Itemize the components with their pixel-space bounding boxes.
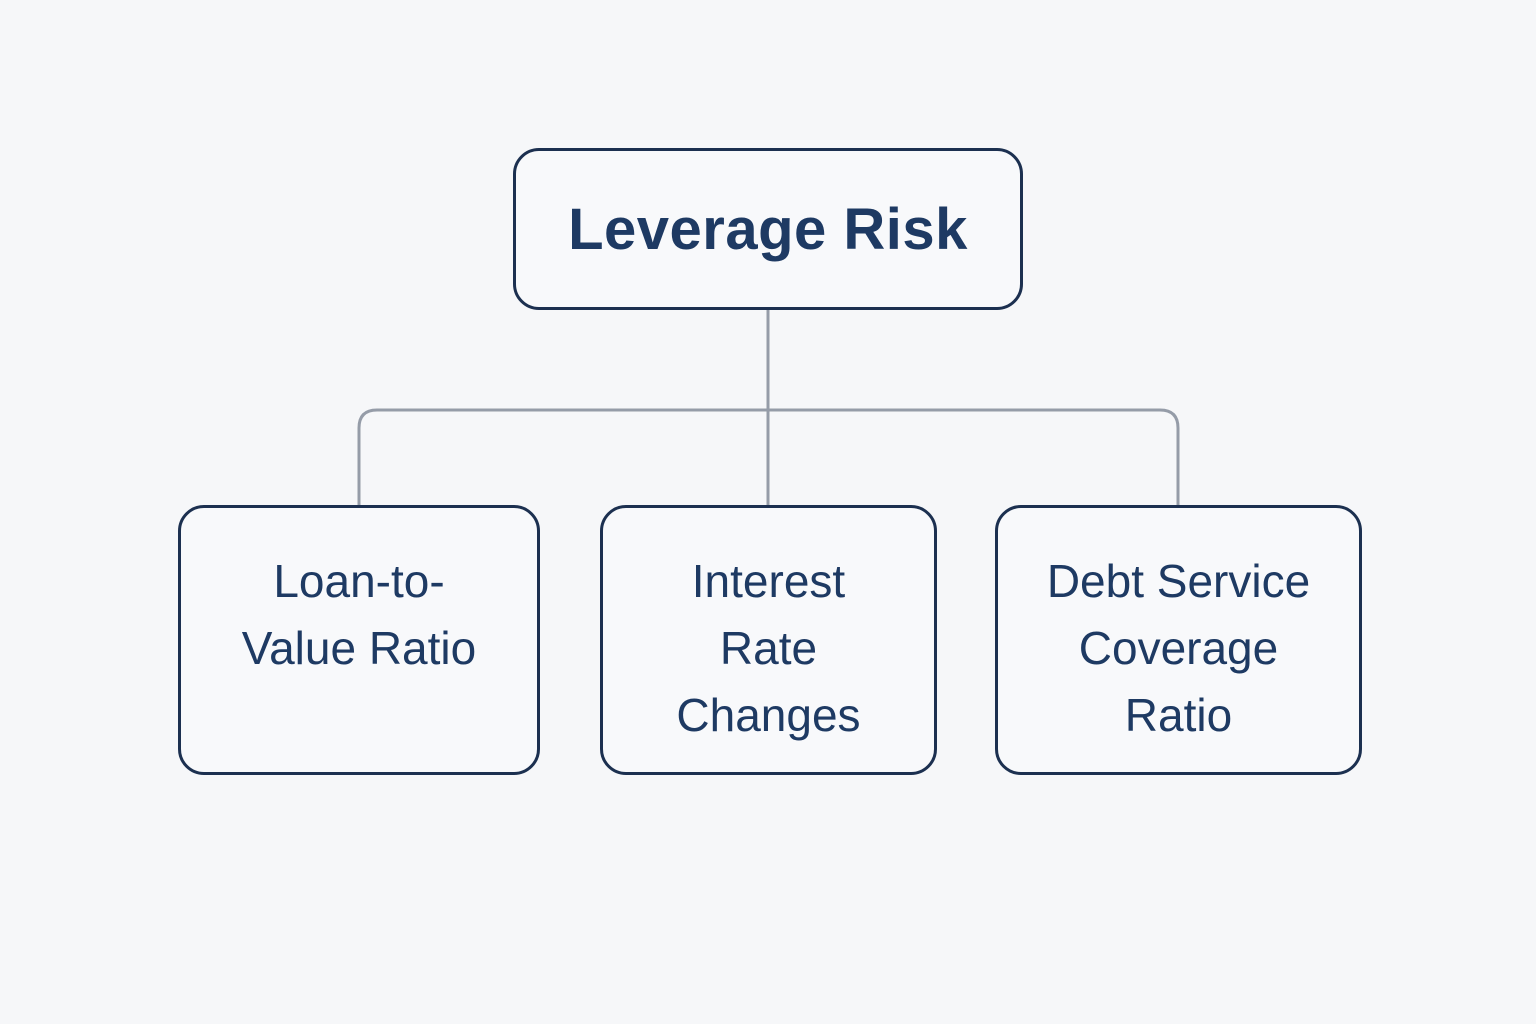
- node-debt-service-coverage-ratio: Debt Service Coverage Ratio: [995, 505, 1362, 775]
- node-interest-rate-changes-line-3: Changes: [676, 689, 861, 741]
- node-interest-rate-changes: Interest Rate Changes: [600, 505, 937, 775]
- node-leverage-risk: Leverage Risk: [513, 148, 1023, 310]
- node-loan-to-value-ratio: Loan-to- Value Ratio: [178, 505, 540, 775]
- node-leverage-risk-label: Leverage Risk: [568, 196, 968, 262]
- node-loan-to-value-ratio-line-2: Value Ratio: [241, 622, 477, 674]
- node-debt-service-coverage-ratio-line-3: Ratio: [1124, 689, 1233, 741]
- node-loan-to-value-ratio-line-1: Loan-to-: [273, 555, 445, 607]
- connector-branch-left-right: [357, 408, 1180, 506]
- node-debt-service-coverage-ratio-line-1: Debt Service: [1046, 555, 1311, 607]
- node-interest-rate-changes-line-2: Rate: [719, 622, 818, 674]
- node-interest-rate-changes-line-1: Interest: [691, 555, 846, 607]
- node-debt-service-coverage-ratio-line-2: Coverage: [1078, 622, 1279, 674]
